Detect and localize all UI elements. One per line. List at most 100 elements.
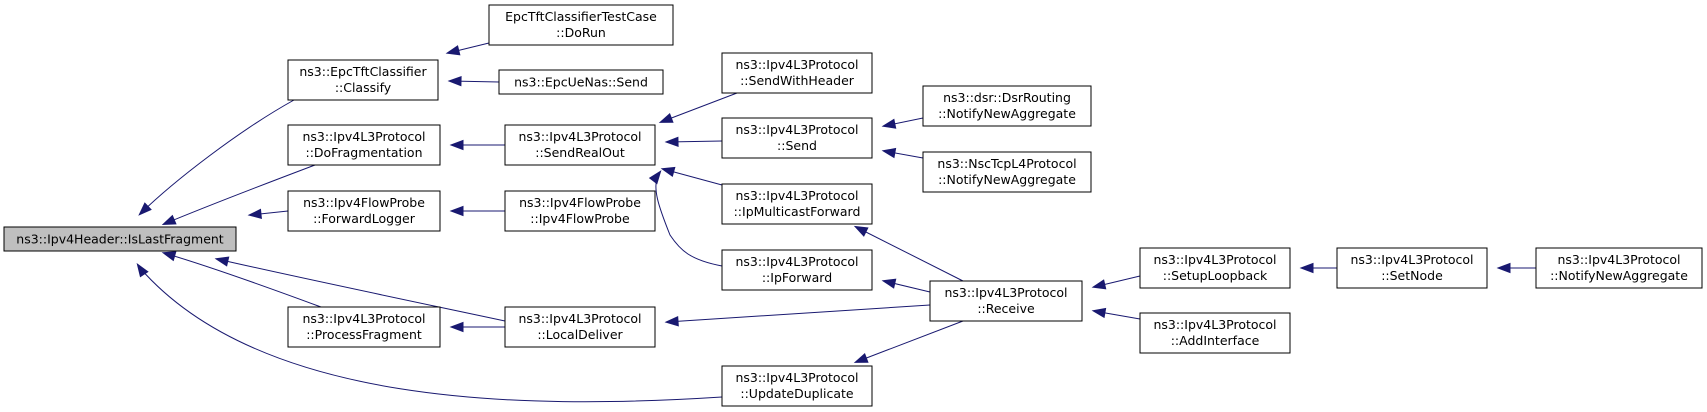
edge-arrowhead xyxy=(1091,307,1107,319)
node-uenas-line1: ns3::EpcUeNas::Send xyxy=(514,75,648,90)
edge-receive-updatedup xyxy=(853,320,964,363)
edge-ipmcast-sendrealout xyxy=(660,166,723,186)
edge-arrowhead xyxy=(881,278,897,289)
node-classify[interactable]: ns3::EpcTftClassifier ::Classify xyxy=(287,59,439,101)
edge-line xyxy=(666,304,931,323)
node-ipforward-line1: ns3::Ipv4L3Protocol xyxy=(735,254,858,269)
node-testcase[interactable]: EpcTftClassifierTestCase ::DoRun xyxy=(488,4,674,46)
node-addiface[interactable]: ns3::Ipv4L3Protocol ::AddInterface xyxy=(1139,312,1291,354)
node-nsctcp-line2: ::NotifyNewAggregate xyxy=(938,172,1076,187)
edges-layer xyxy=(136,42,1536,403)
node-notifyagg-line1: ns3::Ipv4L3Protocol xyxy=(1557,252,1680,267)
edge-ipforward-sendrealout xyxy=(648,170,723,267)
edge-arrowhead xyxy=(664,316,679,327)
edge-arrowhead xyxy=(247,208,262,219)
edge-receive-ipforward xyxy=(881,278,931,293)
node-notifyagg-line2: ::NotifyNewAggregate xyxy=(1550,268,1688,283)
edge-uenas-classify xyxy=(447,75,500,87)
edge-arrowhead xyxy=(161,214,177,225)
node-nsctcp[interactable]: ns3::NscTcpL4Protocol ::NotifyNewAggrega… xyxy=(922,151,1092,193)
edge-arrowhead xyxy=(660,166,676,178)
node-ipforward-line2: ::IpForward xyxy=(762,270,832,285)
node-classify-line2: ::Classify xyxy=(335,80,392,95)
node-procfrag-line2: ::ProcessFragment xyxy=(306,327,422,342)
node-ipmcast-line2: ::IpMulticastForward xyxy=(734,204,861,219)
node-sendwithheader-line1: ns3::Ipv4L3Protocol xyxy=(735,57,858,72)
edge-line xyxy=(139,99,295,215)
edge-sendwithheader-sendrealout xyxy=(658,92,738,123)
edge-arrowhead xyxy=(1299,262,1314,274)
node-testcase-line2: ::DoRun xyxy=(556,25,606,40)
node-setnode-line2: ::SetNode xyxy=(1381,268,1443,283)
edge-testcase-classify xyxy=(445,42,490,56)
edge-dsr-send xyxy=(881,117,924,129)
node-testcase-line1: EpcTftClassifierTestCase xyxy=(505,9,657,24)
edge-nsctcp-send xyxy=(881,147,924,159)
node-localdeliver[interactable]: ns3::Ipv4L3Protocol ::LocalDeliver xyxy=(504,306,656,348)
node-procfrag[interactable]: ns3::Ipv4L3Protocol ::ProcessFragment xyxy=(287,306,441,348)
edge-arrowhead xyxy=(136,263,149,278)
edge-line xyxy=(855,320,964,363)
edge-localdeliver-root xyxy=(214,256,506,322)
node-localdeliver-line1: ns3::Ipv4L3Protocol xyxy=(518,311,641,326)
node-sendrealout[interactable]: ns3::Ipv4L3Protocol ::SendRealOut xyxy=(504,124,656,166)
edge-procfrag-root xyxy=(161,251,322,308)
node-fwdlogger-line2: ::ForwardLogger xyxy=(313,211,416,226)
edge-line xyxy=(660,92,738,123)
node-setuploop[interactable]: ns3::Ipv4L3Protocol ::SetupLoopback xyxy=(1139,247,1291,289)
node-dofrag-line1: ns3::Ipv4L3Protocol xyxy=(302,129,425,144)
node-ipmcast[interactable]: ns3::Ipv4L3Protocol ::IpMulticastForward xyxy=(721,183,873,225)
edge-arrowhead xyxy=(648,170,662,185)
node-receive[interactable]: ns3::Ipv4L3Protocol ::Receive xyxy=(929,280,1083,322)
node-sendwithheader[interactable]: ns3::Ipv4L3Protocol ::SendWithHeader xyxy=(721,52,873,94)
node-send[interactable]: ns3::Ipv4L3Protocol ::Send xyxy=(721,117,873,159)
node-updatedup-line1: ns3::Ipv4L3Protocol xyxy=(735,370,858,385)
node-ipforward[interactable]: ns3::Ipv4L3Protocol ::IpForward xyxy=(721,249,873,291)
node-addiface-line1: ns3::Ipv4L3Protocol xyxy=(1153,317,1276,332)
edge-arrowhead xyxy=(881,147,897,159)
edge-dofrag-root xyxy=(161,164,316,225)
node-updatedup-line2: ::UpdateDuplicate xyxy=(740,386,854,401)
edge-receive-ipmcast xyxy=(853,225,964,282)
edge-arrowhead xyxy=(658,113,674,123)
node-sendrealout-line2: ::SendRealOut xyxy=(535,145,625,160)
edge-arrowhead xyxy=(449,205,464,217)
node-dofrag-line2: ::DoFragmentation xyxy=(305,145,422,160)
edge-addiface-receive xyxy=(1091,307,1141,320)
edge-localdeliver-procfrag xyxy=(449,321,505,333)
node-notifyagg[interactable]: ns3::Ipv4L3Protocol ::NotifyNewAggregate xyxy=(1535,247,1703,289)
node-flowprobe[interactable]: ns3::Ipv4FlowProbe ::Ipv4FlowProbe xyxy=(504,190,656,232)
edge-line xyxy=(216,258,506,322)
edge-arrowhead xyxy=(853,353,869,363)
node-classify-line1: ns3::EpcTftClassifier xyxy=(299,64,427,79)
edge-notifyagg-setnode xyxy=(1496,262,1536,274)
node-setuploop-line1: ns3::Ipv4L3Protocol xyxy=(1153,252,1276,267)
edge-arrowhead xyxy=(449,321,464,333)
node-fwdlogger[interactable]: ns3::Ipv4FlowProbe ::ForwardLogger xyxy=(287,190,441,232)
edge-line xyxy=(655,171,723,267)
node-setnode[interactable]: ns3::Ipv4L3Protocol ::SetNode xyxy=(1336,247,1488,289)
node-ipmcast-line1: ns3::Ipv4L3Protocol xyxy=(735,188,858,203)
node-dofrag[interactable]: ns3::Ipv4L3Protocol ::DoFragmentation xyxy=(287,124,441,166)
edge-fwdlogger-root xyxy=(247,208,289,219)
node-flowprobe-line1: ns3::Ipv4FlowProbe xyxy=(519,195,641,210)
edge-receive-localdeliver xyxy=(664,304,931,327)
node-receive-line2: ::Receive xyxy=(977,301,1035,316)
edge-line xyxy=(137,264,723,403)
node-send-line1: ns3::Ipv4L3Protocol xyxy=(735,122,858,137)
edge-send-sendrealout xyxy=(664,136,723,148)
edge-arrowhead xyxy=(447,75,462,87)
node-dsr[interactable]: ns3::dsr::DsrRouting ::NotifyNewAggregat… xyxy=(922,85,1092,127)
node-fwdlogger-line1: ns3::Ipv4FlowProbe xyxy=(303,195,425,210)
node-uenas[interactable]: ns3::EpcUeNas::Send xyxy=(498,69,664,95)
edge-line xyxy=(163,252,322,308)
edge-arrowhead xyxy=(445,45,461,56)
node-sendwithheader-line2: ::SendWithHeader xyxy=(740,73,855,88)
node-send-line2: ::Send xyxy=(777,138,817,153)
edge-setuploop-receive xyxy=(1091,275,1141,290)
node-root[interactable]: ns3::Ipv4Header::IsLastFragment xyxy=(3,226,237,252)
node-flowprobe-line2: ::Ipv4FlowProbe xyxy=(530,211,630,226)
node-setuploop-line2: ::SetupLoopback xyxy=(1163,268,1268,283)
node-updatedup[interactable]: ns3::Ipv4L3Protocol ::UpdateDuplicate xyxy=(721,365,873,407)
edge-arrowhead xyxy=(138,202,152,216)
